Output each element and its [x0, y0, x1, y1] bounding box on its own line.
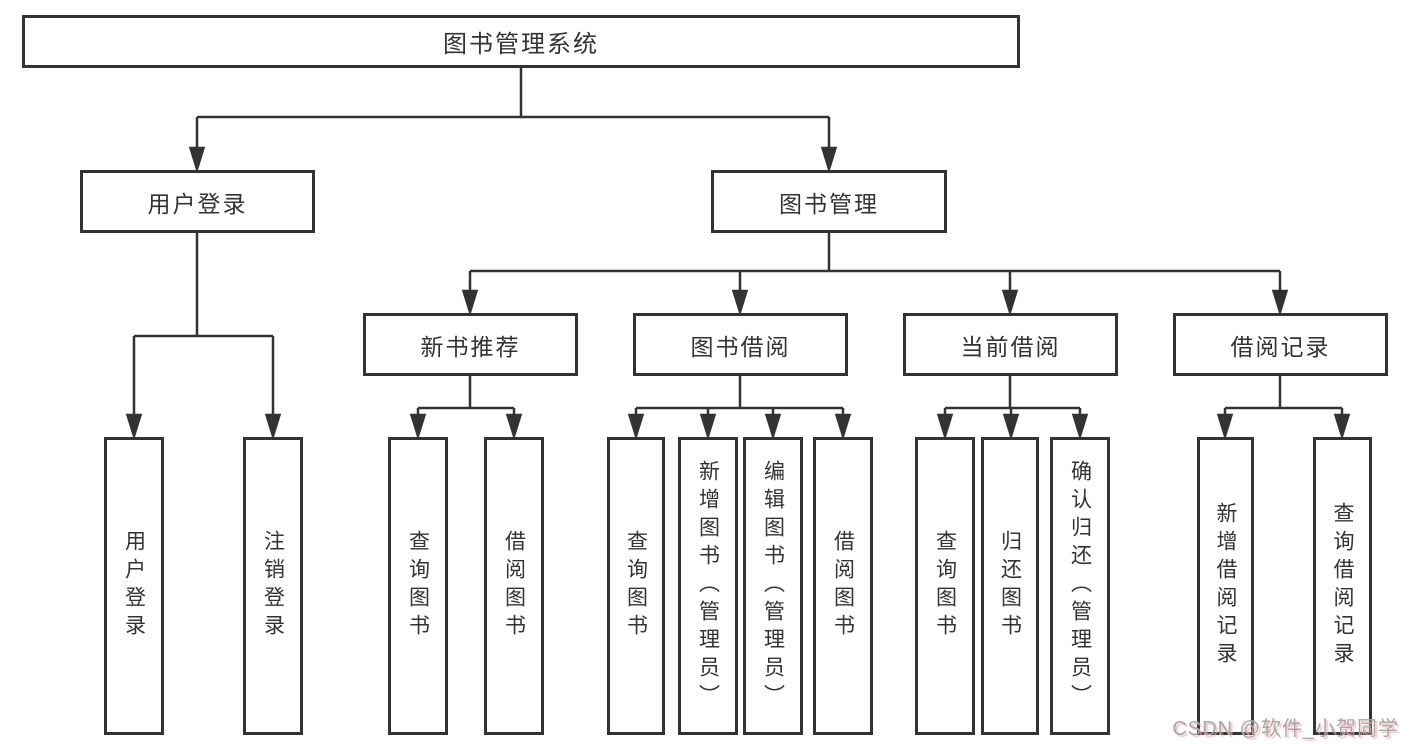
- node-borrow-records: 借阅记录: [1173, 313, 1388, 376]
- node-user-login: 用户登录: [80, 170, 315, 233]
- node-root-label: 图书管理系统: [443, 31, 599, 58]
- connector-userlogin-to-leaves: [125, 233, 282, 441]
- leaf-borrow-borrow-book: 借阅图书: [813, 437, 873, 735]
- leaf-records-add-record: 新增借阅记录: [1197, 437, 1254, 735]
- leaf-recommend-query-book: 查询图书: [388, 437, 448, 735]
- csdn-watermark: CSDN @软件_小贺同学: [1172, 718, 1399, 740]
- leaf-user-login: 用户登录: [104, 437, 164, 735]
- node-root: 图书管理系统: [22, 15, 1020, 68]
- node-book-borrow: 图书借阅: [633, 313, 848, 376]
- leaf-records-add-record-label: 新增借阅记录: [1214, 502, 1237, 670]
- leaf-borrow-edit-book-admin-label: 编辑图书（管理员）: [761, 460, 785, 712]
- node-book-management: 图书管理: [711, 170, 947, 233]
- node-current-borrow: 当前借阅: [903, 313, 1118, 376]
- leaf-borrow-add-book-admin: 新增图书（管理员）: [678, 437, 738, 735]
- connector-records-to-leaves: [1216, 376, 1351, 441]
- leaf-current-return-book: 归还图书: [981, 437, 1039, 735]
- leaf-current-confirm-return-admin: 确认归还（管理员）: [1050, 437, 1110, 735]
- connector-bookmgmt-to-level3: [461, 233, 1289, 317]
- leaf-borrow-query-book: 查询图书: [607, 437, 665, 735]
- leaf-logout: 注销登录: [243, 437, 303, 735]
- leaf-recommend-borrow-book-label: 借阅图书: [502, 530, 526, 642]
- leaf-current-confirm-return-admin-label: 确认归还（管理员）: [1068, 460, 1092, 712]
- node-user-login-label: 用户登录: [147, 190, 248, 217]
- leaf-records-query-record-label: 查询借阅记录: [1331, 502, 1354, 670]
- node-new-book-recommend: 新书推荐: [363, 313, 578, 376]
- connector-recommend-to-leaves: [409, 376, 523, 441]
- node-current-borrow-label: 当前借阅: [960, 333, 1061, 360]
- node-book-management-label: 图书管理: [779, 190, 879, 217]
- leaf-logout-label: 注销登录: [261, 530, 285, 642]
- node-new-book-recommend-label: 新书推荐: [420, 333, 521, 360]
- node-borrow-records-label: 借阅记录: [1230, 333, 1331, 360]
- connector-borrow-to-leaves: [627, 376, 852, 441]
- leaf-current-return-book-label: 归还图书: [998, 530, 1022, 642]
- leaf-recommend-query-book-label: 查询图书: [406, 530, 430, 642]
- leaf-recommend-borrow-book: 借阅图书: [484, 437, 544, 735]
- leaf-borrow-query-book-label: 查询图书: [624, 530, 648, 642]
- leaf-borrow-borrow-book-label: 借阅图书: [831, 530, 855, 642]
- leaf-current-query-book: 查询图书: [915, 437, 975, 735]
- leaf-current-query-book-label: 查询图书: [933, 530, 957, 642]
- node-book-borrow-label: 图书借阅: [690, 333, 791, 360]
- leaf-user-login-label: 用户登录: [122, 530, 146, 642]
- connector-root-to-level2: [188, 68, 838, 174]
- leaf-borrow-edit-book-admin: 编辑图书（管理员）: [743, 437, 803, 735]
- leaf-records-query-record: 查询借阅记录: [1313, 437, 1372, 735]
- connector-current-to-leaves: [936, 376, 1089, 441]
- leaf-borrow-add-book-admin-label: 新增图书（管理员）: [696, 460, 720, 712]
